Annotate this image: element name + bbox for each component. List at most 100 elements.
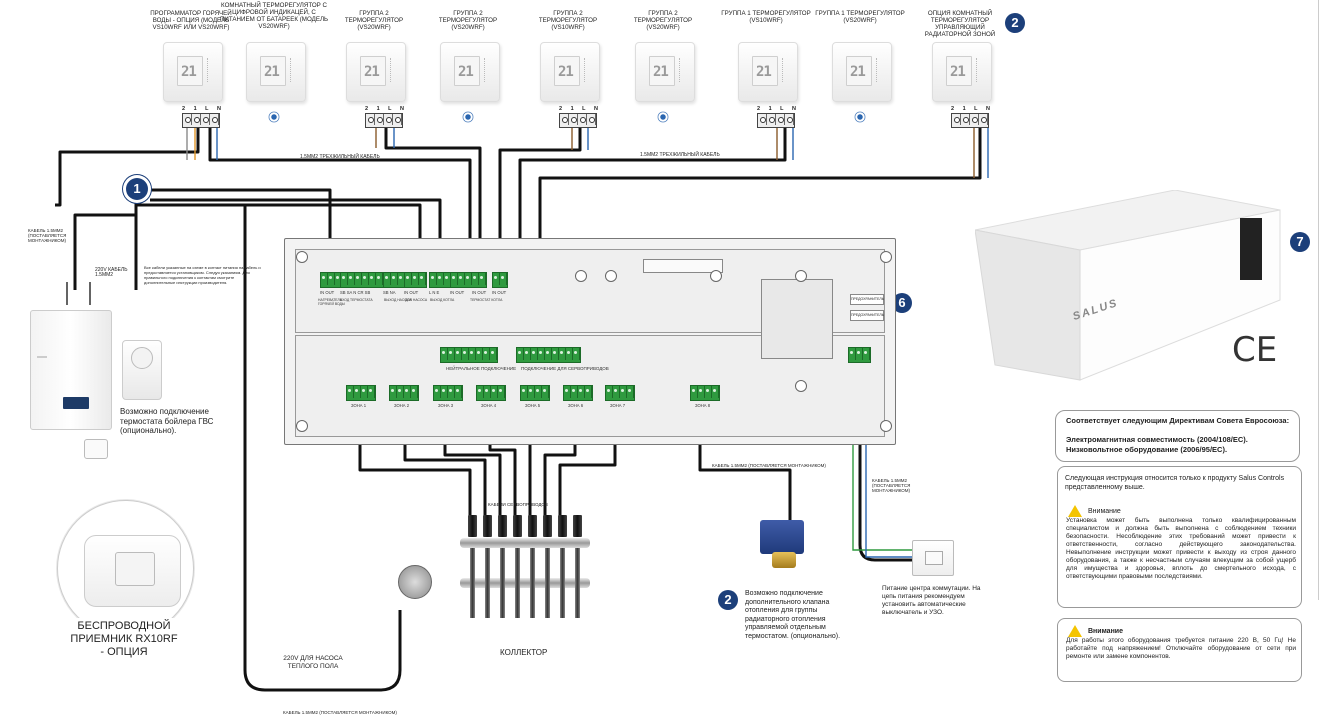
actuator-head bbox=[543, 515, 552, 537]
switch-rocker bbox=[925, 551, 943, 565]
terminal-group-label: IN OUT bbox=[450, 290, 465, 295]
product-render bbox=[975, 190, 1281, 381]
ce-mark: CE bbox=[1232, 330, 1278, 370]
thermostat-screen: 21 bbox=[752, 56, 778, 86]
terminal-block bbox=[559, 113, 597, 128]
zone-terminal-3 bbox=[433, 385, 463, 401]
terminal-group-label: IN OUT bbox=[492, 290, 507, 295]
thermostat-buttons bbox=[390, 58, 395, 82]
actuator-head bbox=[558, 515, 567, 537]
mounting-hole bbox=[296, 251, 308, 263]
zone-terminal-1 bbox=[346, 385, 376, 401]
boiler-note: Все кабели указанные на схеме в контакт … bbox=[144, 265, 261, 285]
thermostat-label-6: ГРУППА 2 ТЕРМОРЕГУЛЯТОР (VS20WRF) bbox=[633, 10, 693, 31]
terminal-boiler-out bbox=[450, 272, 487, 288]
zone-label-5: ЗОНА 5 bbox=[525, 403, 541, 408]
terminal-pump bbox=[340, 272, 384, 288]
thermostat-8: 21 bbox=[832, 42, 892, 102]
zone-terminal-7 bbox=[605, 385, 635, 401]
thermostat-digits: 21 bbox=[264, 64, 280, 80]
thermostat-1: 21 bbox=[163, 42, 223, 102]
cable-label-right: КАБЕЛЬ 1.5MM2 (ПОСТАВЛЯЕТСЯ МОНТАЖНИКОМ) bbox=[872, 478, 911, 493]
mounting-hole bbox=[880, 420, 892, 432]
terminal-group-label: IN OUT bbox=[320, 290, 335, 295]
warning-1-title: Внимание bbox=[1088, 508, 1121, 515]
terminal-group-label: IN OUT bbox=[404, 290, 419, 295]
terminal-thermostat-in bbox=[383, 272, 406, 288]
loop-pipe bbox=[470, 548, 475, 618]
terminal-group-label: SB SA N CR SB bbox=[340, 290, 371, 295]
power-switch bbox=[912, 540, 954, 576]
thermostat-buttons bbox=[876, 58, 881, 82]
terminal-label: 2 1 L N bbox=[757, 106, 800, 112]
terminal-block bbox=[182, 113, 220, 128]
thermostat-buttons bbox=[584, 58, 589, 82]
thermostat-screen: 21 bbox=[454, 56, 480, 86]
transformer bbox=[761, 279, 833, 359]
zone-terminal-4 bbox=[476, 385, 506, 401]
zone-terminal-6 bbox=[563, 385, 593, 401]
mounting-hole bbox=[710, 270, 722, 282]
zone-label-7: ЗОНА 7 bbox=[610, 403, 626, 408]
product-side-face bbox=[975, 229, 1081, 381]
receiver-small bbox=[84, 439, 108, 459]
thermostat-buttons bbox=[976, 58, 981, 82]
board-label: ВХОД ТЕРМОСТАТА bbox=[340, 298, 373, 302]
compliance-item-2: Низковольтное оборудование (2006/95/EC). bbox=[1066, 445, 1228, 454]
thermostat-5: 21 bbox=[540, 42, 600, 102]
thermostat-buttons bbox=[484, 58, 489, 82]
mounting-hole bbox=[296, 420, 308, 432]
power-warning-box: Внимание Для работы этого оборудования т… bbox=[1057, 618, 1302, 682]
cable-label-top-right: 1.5MM2 ТРЕХЖИЛЬНЫЙ КАБЕЛЬ bbox=[640, 152, 720, 158]
thermostat-digits: 21 bbox=[950, 64, 966, 80]
thermostat-label-9: ОПЦИЯ КОМНАТНЫЙ ТЕРМОРЕГУЛЯТОР УПРАВЛЯЮЩ… bbox=[924, 10, 996, 38]
thermostat-digits: 21 bbox=[458, 64, 474, 80]
compliance-item-1: Электромагнитная совместимость (2004/108… bbox=[1066, 435, 1248, 444]
receiver-panel bbox=[115, 552, 155, 586]
loop-pipe bbox=[560, 548, 565, 618]
actuator-head bbox=[498, 515, 507, 537]
thermostat-digits: 21 bbox=[181, 64, 197, 80]
thermostat-screen: 21 bbox=[946, 56, 972, 86]
zone-valve bbox=[760, 520, 818, 568]
fuse-2: ПРЕДОХРАНИТЕЛЬ bbox=[850, 310, 884, 321]
compliance-box: Соответствует следующим Директивам Совет… bbox=[1055, 410, 1300, 462]
compliance-title: Соответствует следующим Директивам Совет… bbox=[1066, 416, 1290, 425]
board-display-window bbox=[643, 259, 723, 273]
thermostat-screen: 21 bbox=[360, 56, 386, 86]
terminal-boiler-in bbox=[429, 272, 452, 288]
thermostat-digits: 21 bbox=[364, 64, 380, 80]
terminal-group-label: L N E bbox=[429, 290, 440, 295]
thermostat-3: 21 bbox=[346, 42, 406, 102]
zone-label-3: ЗОНА 3 bbox=[438, 403, 454, 408]
terminal-mains bbox=[848, 347, 871, 363]
thermostat-dial bbox=[131, 347, 153, 369]
board-label: ТЕРМОСТАТ КОТЛА bbox=[470, 298, 503, 302]
collector-bar-top bbox=[460, 538, 590, 548]
board-label: ВЫХОД НАСОСА bbox=[384, 298, 412, 302]
thermostat-screen: 21 bbox=[554, 56, 580, 86]
actuator-head bbox=[513, 515, 522, 537]
marker-6: 6 bbox=[892, 293, 912, 313]
boiler-thermostat-note: Возможно подключение термостата бойлера … bbox=[120, 407, 214, 435]
actuator-head bbox=[528, 515, 537, 537]
actuator-head bbox=[483, 515, 492, 537]
thermostat-screen: 21 bbox=[846, 56, 872, 86]
neutral-label: Нейтральное подключение bbox=[446, 366, 517, 371]
thermostat-label-7: ГРУППА 1 ТЕРМОРЕГУЛЯТОР (VS10WRF) bbox=[721, 10, 811, 24]
terminal-block bbox=[757, 113, 795, 128]
right-border-line bbox=[1318, 0, 1319, 600]
thermostat-label-3: ГРУППА 2 ТЕРМОРЕГУЛЯТОР (VS20WRF) bbox=[344, 10, 404, 31]
phase-label: Подключение для сервоприводов bbox=[521, 366, 609, 371]
thermostat-6: 21 bbox=[635, 42, 695, 102]
mounting-hole bbox=[795, 380, 807, 392]
boiler-thermostat-device bbox=[122, 340, 162, 400]
boiler-grill bbox=[37, 356, 47, 358]
thermostat-label-1: ПРОГРАММАТОР ГОРЯЧЕЙ ВОДЫ - ОПЦИЯ (МОДЕЛ… bbox=[150, 10, 232, 31]
thermostat-screen: 21 bbox=[260, 56, 286, 86]
mounting-hole bbox=[605, 270, 617, 282]
valve-note: Возможно подключение дополнительного кла… bbox=[745, 590, 841, 640]
cable-label-actuators: КАБЕЛИ СЕРВОПРИВОДОВ bbox=[488, 502, 548, 507]
marker-2-top: 2 bbox=[1005, 13, 1025, 33]
